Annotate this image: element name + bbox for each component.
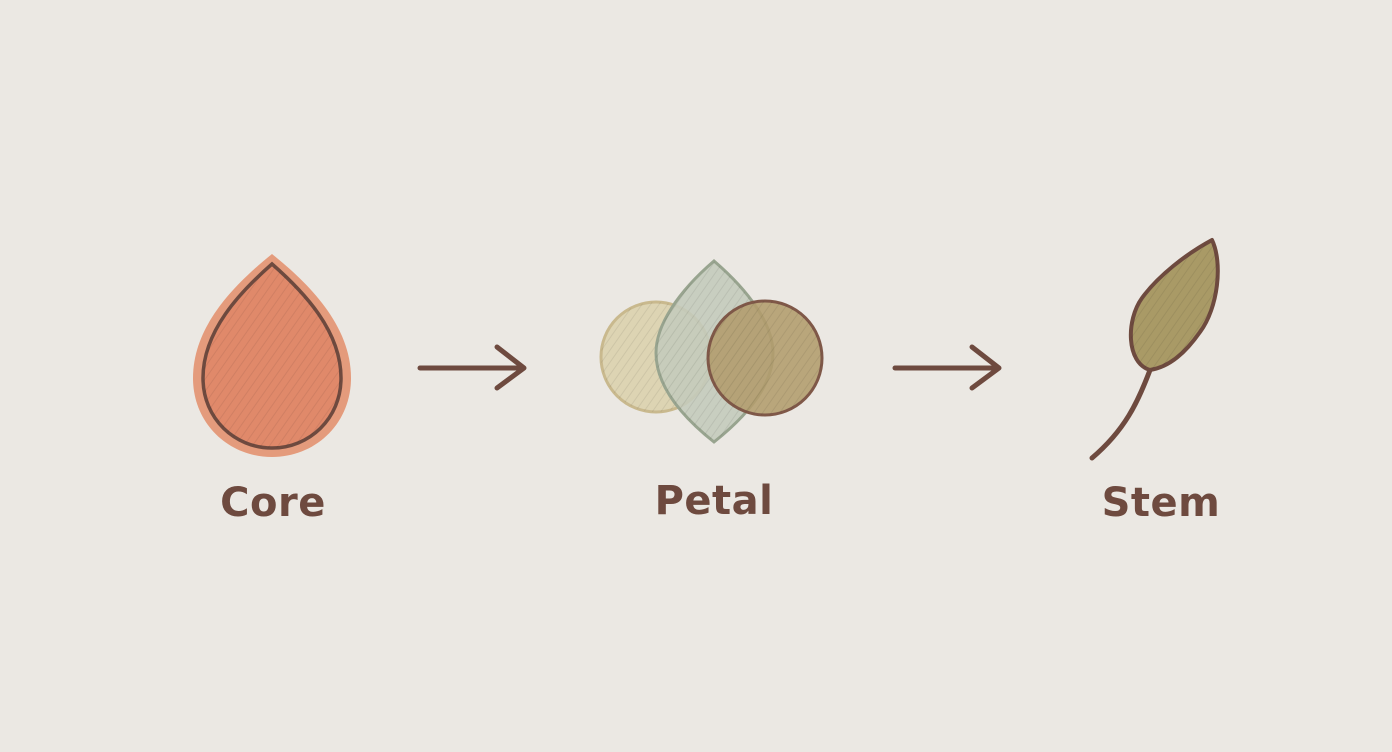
stem-line: [1089, 367, 1153, 461]
step-label-petal: Petal: [654, 478, 774, 524]
leaf-stem-icon: [1089, 238, 1220, 461]
arrow-right-icon: [892, 344, 1002, 391]
core-drop-icon: [193, 254, 351, 457]
step-label-core: Core: [220, 480, 326, 526]
step-label-stem: Stem: [1101, 480, 1221, 526]
arrow-right-icon: [417, 344, 527, 391]
overlapping-petals-icon: [599, 259, 824, 444]
